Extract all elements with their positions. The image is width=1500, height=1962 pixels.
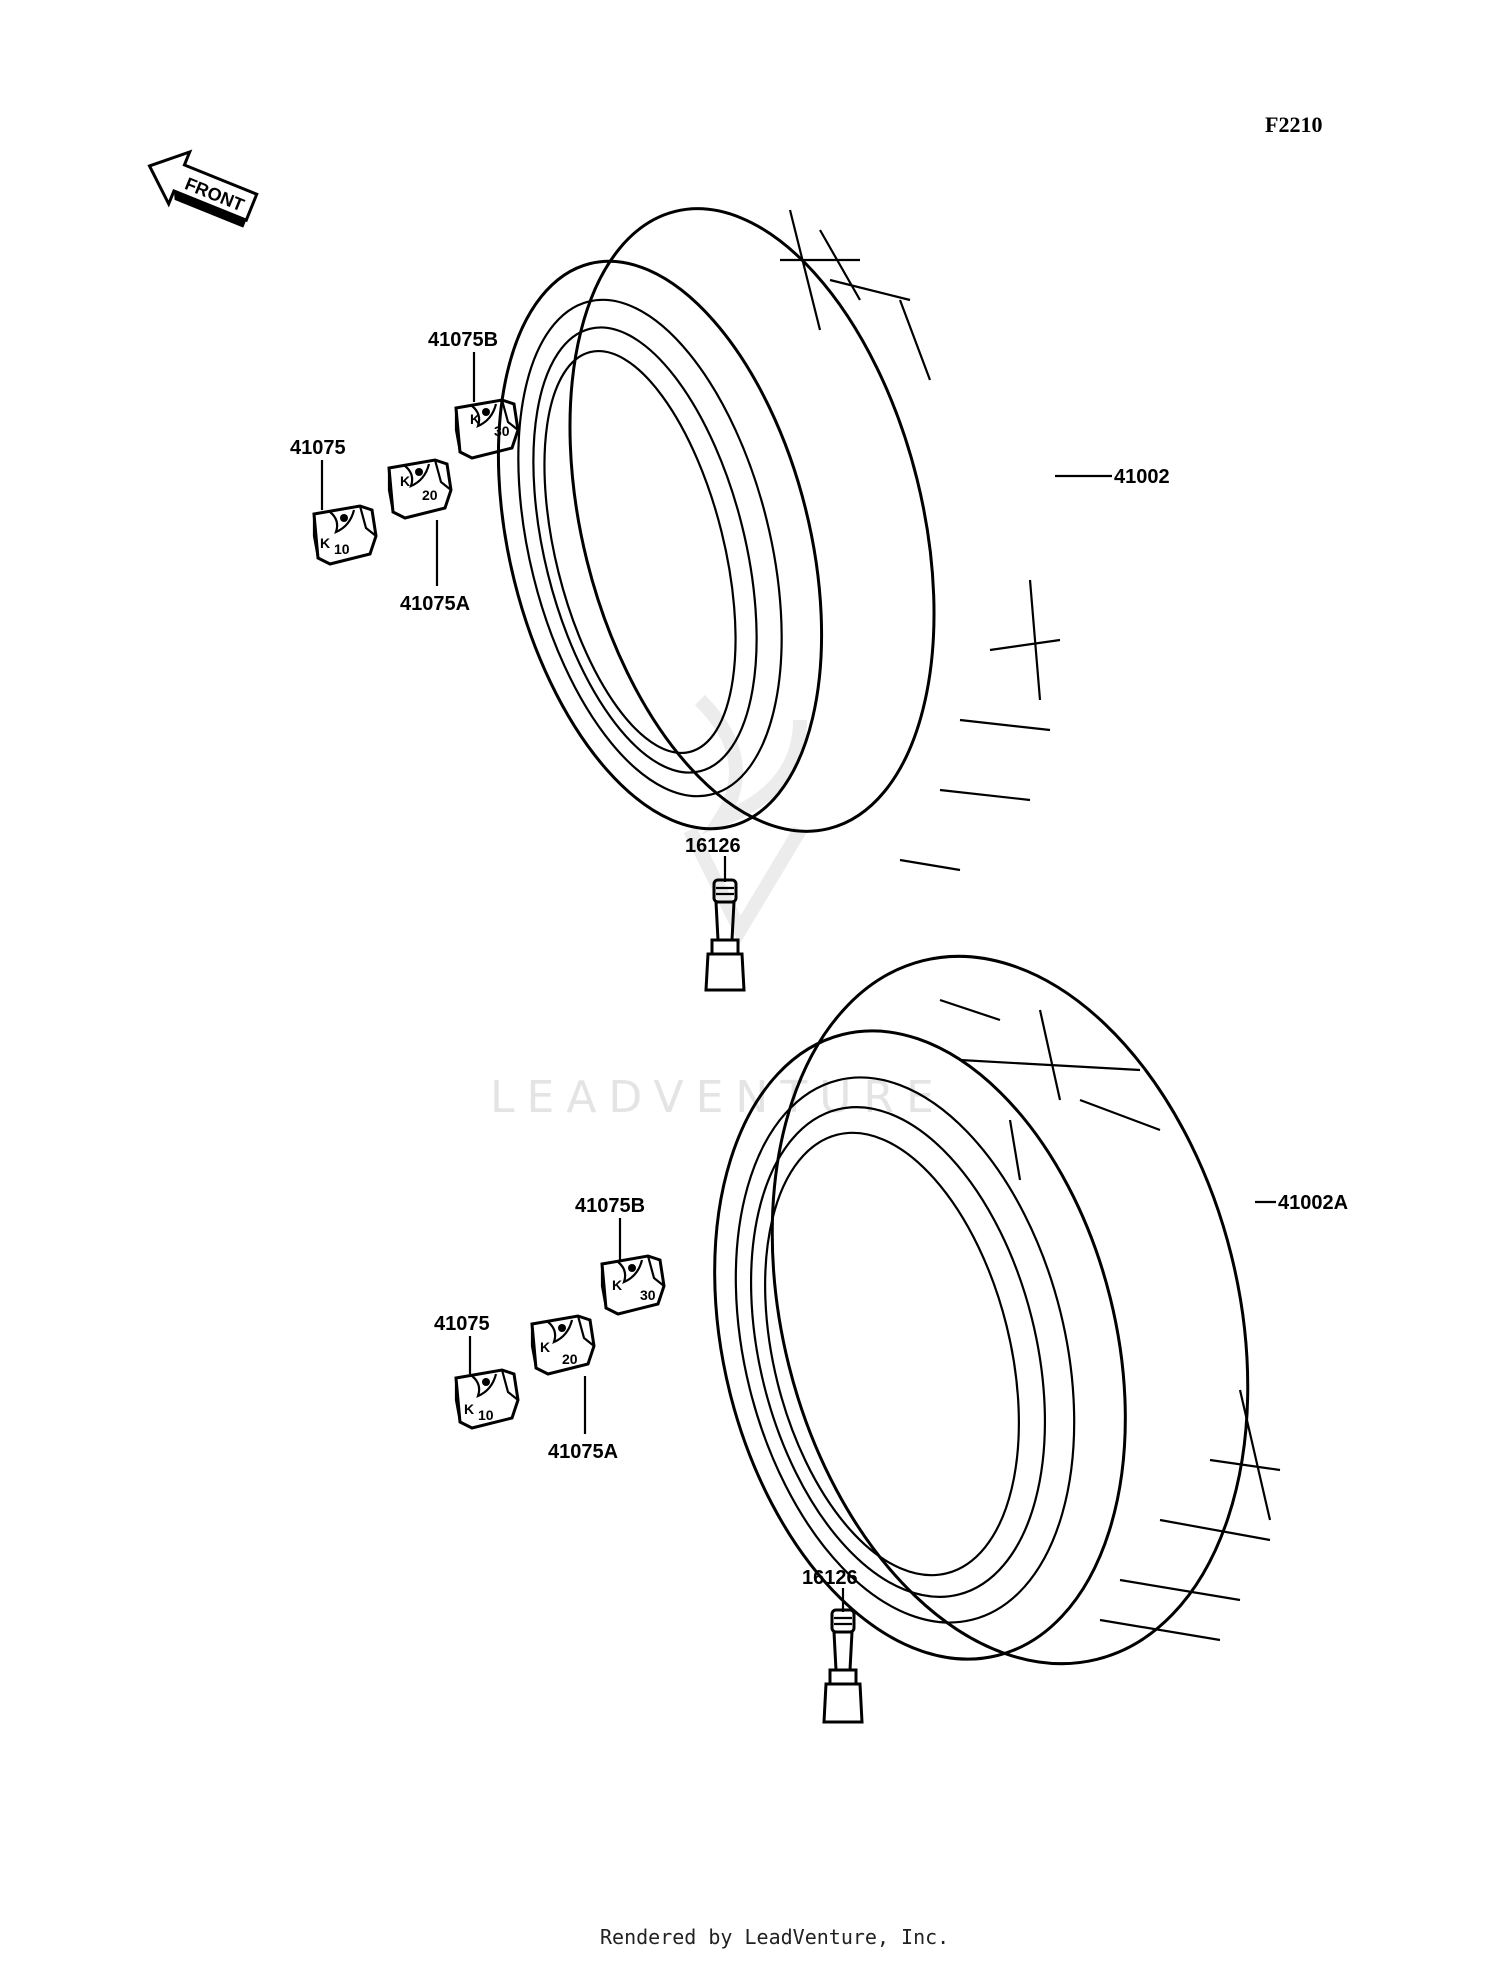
lower-valve-label: 16126 <box>802 1567 858 1589</box>
svg-text:K: K <box>400 473 410 489</box>
svg-text:30: 30 <box>640 1287 656 1303</box>
svg-text:K: K <box>320 535 330 551</box>
valve-stem-icon <box>822 1608 864 1724</box>
upper-tire-group: 41002 K 30 41075B K 20 41075A K 10 41075… <box>290 207 1170 992</box>
svg-text:10: 10 <box>478 1407 494 1423</box>
watermark-text: LEADVENTURE <box>490 1072 946 1123</box>
upper-valve-label: 16126 <box>685 835 741 857</box>
wheel-weight-icon <box>387 458 453 520</box>
front-arrow-icon: FRONT <box>147 149 259 228</box>
diagram-code: F2210 <box>1265 112 1322 137</box>
svg-text:10: 10 <box>334 541 350 557</box>
svg-text:K: K <box>470 411 480 427</box>
tire-icon <box>496 207 1061 872</box>
svg-text:20: 20 <box>422 487 438 503</box>
svg-text:K: K <box>464 1401 474 1417</box>
svg-text:30: 30 <box>494 423 510 439</box>
lower-weight-label: 41075 <box>434 1313 490 1335</box>
upper-weight-label: 41075 <box>290 437 346 459</box>
tire-icon <box>713 954 1281 1666</box>
lower-tire-group: 41002A K 30 41075B K 20 41075A K 10 4107… <box>434 954 1348 1724</box>
valve-stem-icon <box>704 878 746 992</box>
upper-weight-b-label: 41075B <box>428 329 498 351</box>
upper-weight-a-label: 41075A <box>400 593 470 615</box>
svg-text:K: K <box>612 1277 622 1293</box>
svg-text:K: K <box>540 1339 550 1355</box>
watermark: LEADVENTURE <box>490 695 946 1123</box>
lower-weight-a-label: 41075A <box>548 1441 618 1463</box>
lower-weight-b-label: 41075B <box>575 1195 645 1217</box>
svg-text:20: 20 <box>562 1351 578 1367</box>
lower-tire-label: 41002A <box>1278 1192 1348 1214</box>
upper-tire-label: 41002 <box>1114 466 1170 488</box>
footer-text: Rendered by LeadVenture, Inc. <box>600 1925 949 1949</box>
